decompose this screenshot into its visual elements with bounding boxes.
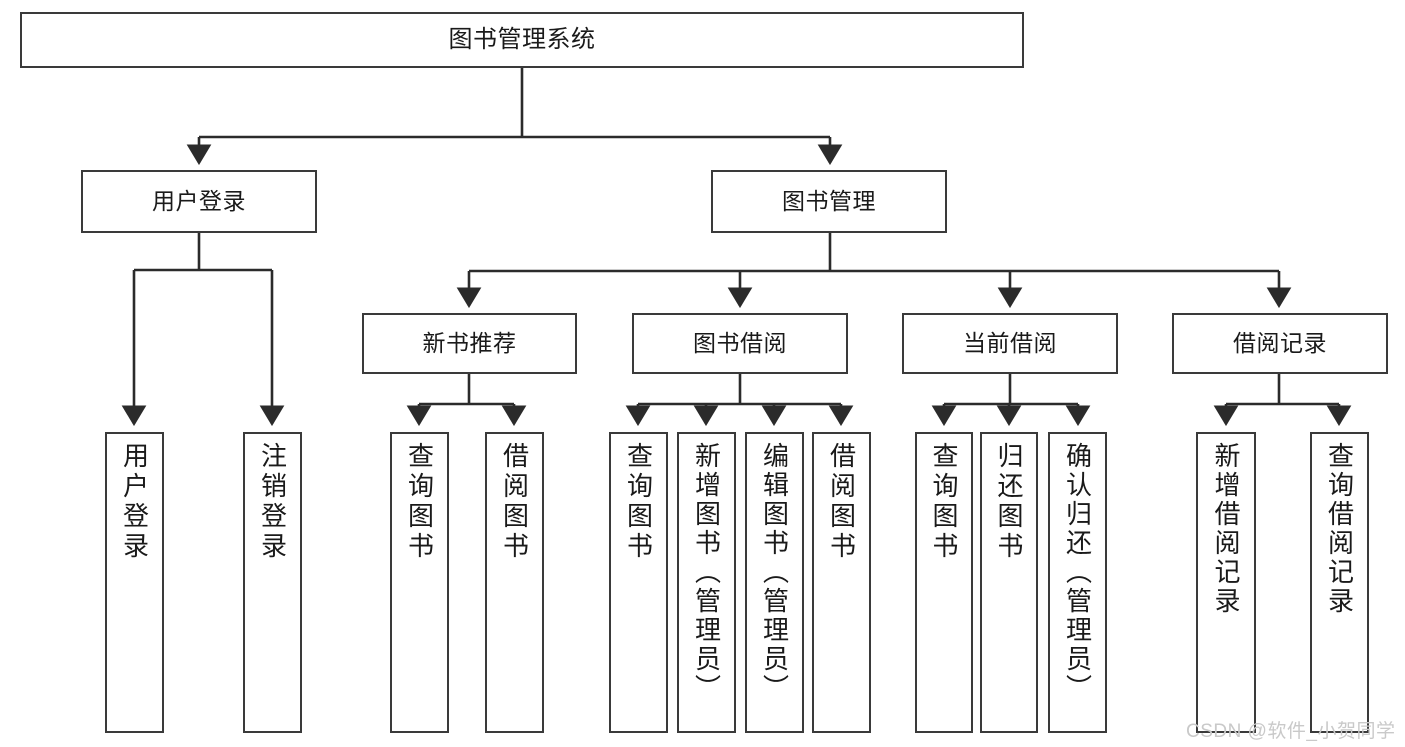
node-book-manage[interactable]: 图书管理 [711, 170, 947, 233]
node-leaf-add-record[interactable]: 新增借阅记录 [1196, 432, 1256, 733]
node-borrow-record[interactable]: 借阅记录 [1172, 313, 1388, 374]
node-borrow-record-label: 借阅记录 [1233, 329, 1327, 356]
node-leaf-add-book-label: 新增图书（管理员） [691, 442, 722, 703]
node-leaf-logout-login-label: 注销登录 [257, 442, 288, 562]
node-leaf-add-book[interactable]: 新增图书（管理员） [677, 432, 736, 733]
node-root-label: 图书管理系统 [448, 25, 596, 53]
node-leaf-query-record[interactable]: 查询借阅记录 [1310, 432, 1369, 733]
node-leaf-query-book-3-label: 查询图书 [929, 442, 959, 562]
node-book-manage-label: 图书管理 [782, 187, 876, 214]
node-leaf-query-book-1[interactable]: 查询图书 [390, 432, 449, 733]
node-root[interactable]: 图书管理系统 [20, 12, 1024, 68]
node-new-book-recommend[interactable]: 新书推荐 [362, 313, 577, 374]
node-book-borrow-label: 图书借阅 [693, 329, 787, 356]
node-leaf-query-book-3[interactable]: 查询图书 [915, 432, 973, 733]
node-leaf-borrow-book-2[interactable]: 借阅图书 [812, 432, 871, 733]
node-leaf-query-book-1-label: 查询图书 [404, 442, 435, 562]
node-leaf-user-login[interactable]: 用户登录 [105, 432, 164, 733]
node-leaf-query-book-2[interactable]: 查询图书 [609, 432, 668, 733]
node-leaf-return-book-label: 归还图书 [994, 442, 1024, 562]
node-leaf-user-login-label: 用户登录 [119, 442, 150, 562]
node-leaf-edit-book[interactable]: 编辑图书（管理员） [745, 432, 804, 733]
node-leaf-borrow-book-1[interactable]: 借阅图书 [485, 432, 544, 733]
node-leaf-return-book[interactable]: 归还图书 [980, 432, 1038, 733]
node-current-borrow-label: 当前借阅 [963, 329, 1057, 356]
node-leaf-confirm-return[interactable]: 确认归还（管理员） [1048, 432, 1107, 733]
node-leaf-borrow-book-1-label: 借阅图书 [499, 442, 530, 562]
node-new-book-recommend-label: 新书推荐 [422, 329, 517, 356]
node-user-login[interactable]: 用户登录 [81, 170, 317, 233]
node-current-borrow[interactable]: 当前借阅 [902, 313, 1118, 374]
node-leaf-confirm-return-label: 确认归还（管理员） [1062, 442, 1093, 703]
node-book-borrow[interactable]: 图书借阅 [632, 313, 848, 374]
node-leaf-add-record-label: 新增借阅记录 [1211, 442, 1241, 616]
node-leaf-query-record-label: 查询借阅记录 [1324, 442, 1355, 616]
node-leaf-borrow-book-2-label: 借阅图书 [826, 442, 857, 562]
node-leaf-query-book-2-label: 查询图书 [623, 442, 654, 562]
node-user-login-label: 用户登录 [152, 187, 246, 214]
node-leaf-edit-book-label: 编辑图书（管理员） [759, 442, 790, 703]
node-leaf-logout-login[interactable]: 注销登录 [243, 432, 302, 733]
